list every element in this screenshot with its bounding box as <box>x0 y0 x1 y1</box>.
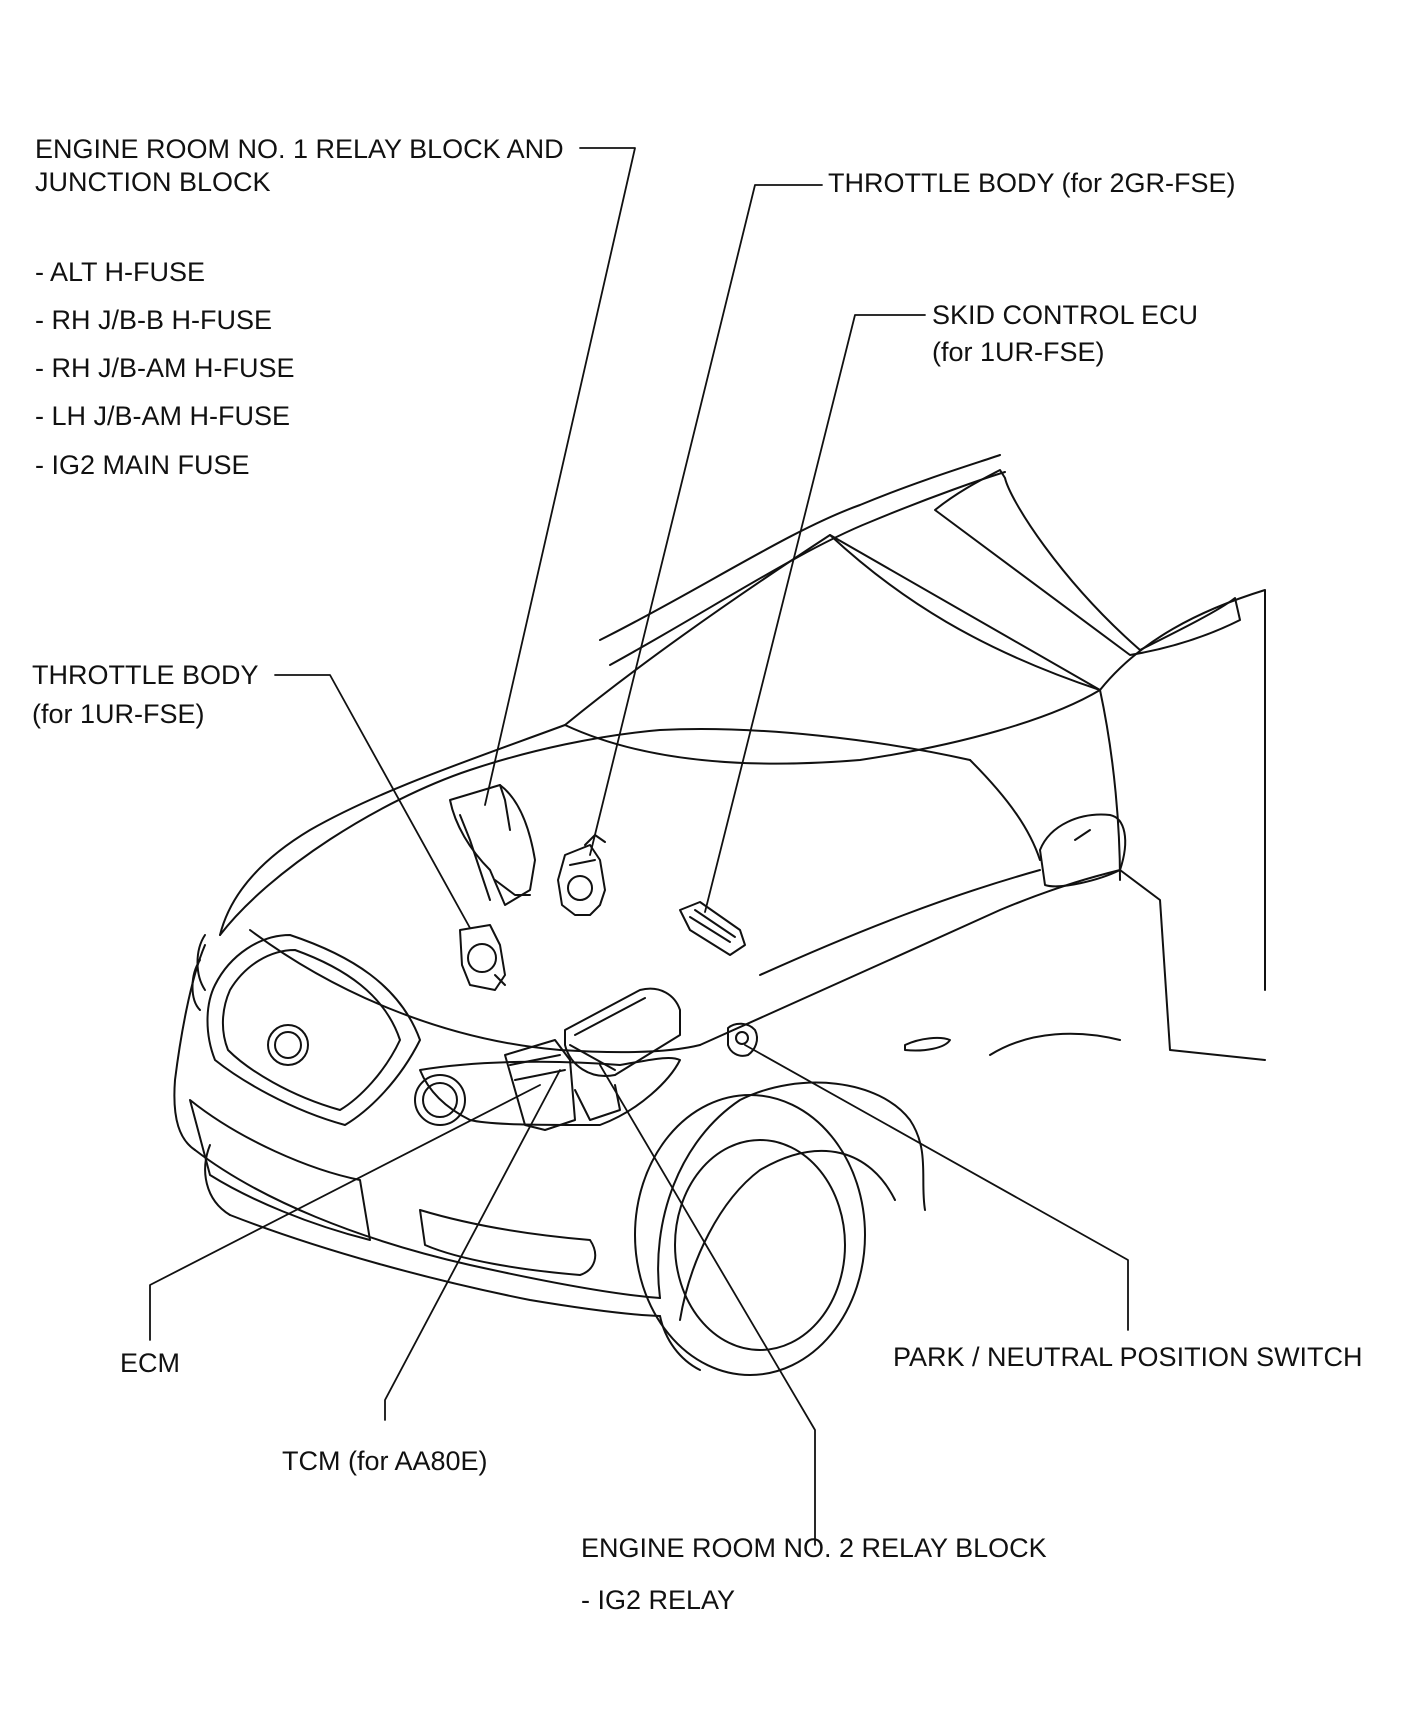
label-ecm: ECM <box>120 1348 180 1378</box>
label-relay-block-2-item: - IG2 RELAY <box>581 1585 736 1615</box>
leader-line-ecm <box>149 1084 541 1341</box>
leader-lines <box>149 147 1129 1546</box>
label-skid-control-ecu: SKID CONTROL ECU (for 1UR-FSE) <box>932 302 1198 366</box>
leader-line-relay-block-2 <box>599 1064 816 1546</box>
skid-control-ecu-component <box>679 901 746 956</box>
leader-line-skid-control-ecu <box>704 314 926 913</box>
relay-block-2-component <box>564 987 681 1121</box>
label-skid-control-ecu-line1: SKID CONTROL ECU <box>932 300 1199 330</box>
label-relay-block-1-line1: ENGINE ROOM NO. 1 RELAY BLOCK AND <box>35 134 564 164</box>
label-throttle-body-2gr: THROTTLE BODY (for 2GR-FSE) <box>828 168 1236 198</box>
relay-block-1-component <box>449 784 536 906</box>
label-relay-block-1-item-3: - LH J/B-AM H-FUSE <box>35 401 291 431</box>
label-relay-block-1-item-2: - RH J/B-AM H-FUSE <box>35 353 295 383</box>
park-neutral-switch-component <box>727 1022 758 1057</box>
label-park-neutral-switch: PARK / NEUTRAL POSITION SWITCH <box>893 1342 1363 1372</box>
label-throttle-body-1ur-line1: THROTTLE BODY <box>32 660 259 690</box>
label-tcm: TCM (for AA80E) <box>282 1446 488 1476</box>
leader-line-park-neutral-switch <box>744 1044 1129 1331</box>
leader-line-tcm <box>384 1069 561 1421</box>
label-throttle-body-1ur-line2: (for 1UR-FSE) <box>32 699 205 729</box>
label-relay-block-2: ENGINE ROOM NO. 2 RELAY BLOCK <box>581 1533 1047 1563</box>
label-relay-block-1-item-1: - RH J/B-B H-FUSE <box>35 305 273 335</box>
label-skid-control-ecu-line2: (for 1UR-FSE) <box>932 337 1105 367</box>
label-relay-block-1: ENGINE ROOM NO. 1 RELAY BLOCK AND JUNCTI… <box>35 136 564 196</box>
throttle-body-1ur-component <box>459 924 506 991</box>
label-relay-block-1-item-4: - IG2 MAIN FUSE <box>35 450 250 480</box>
label-throttle-body-1ur: THROTTLE BODY (for 1UR-FSE) <box>32 662 259 728</box>
label-relay-block-1-item-0: - ALT H-FUSE <box>35 257 206 287</box>
leader-line-relay-block-1 <box>484 147 636 806</box>
car-body-outline <box>173 454 1266 1376</box>
leader-line-throttle-body-1ur <box>274 674 471 929</box>
label-relay-block-1-line2: JUNCTION BLOCK <box>35 167 271 197</box>
leader-line-throttle-body-2gr <box>589 184 823 856</box>
throttle-body-2gr-component <box>557 834 606 916</box>
ecm-component <box>504 1039 576 1131</box>
